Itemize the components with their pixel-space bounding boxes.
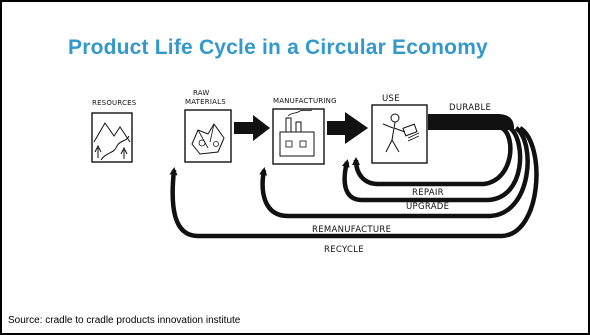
label-manufacturing: MANUFACTURING	[273, 97, 337, 105]
source-caption: Source: cradle to cradle products innova…	[8, 315, 241, 326]
repair-loop	[352, 126, 513, 187]
label-resources: RESOURCES	[92, 99, 137, 107]
arrow-raw-to-manufacturing	[234, 115, 270, 141]
label-recycle: RECYCLE	[324, 245, 364, 255]
label-repair: REPAIR	[412, 188, 444, 198]
upgrade-loop	[341, 126, 523, 203]
slide-title: Product Life Cycle in a Circular Economy	[68, 36, 488, 59]
durable-loop: DURABLE	[428, 103, 514, 130]
recycle-loop	[169, 126, 539, 239]
label-durable: DURABLE	[449, 103, 491, 113]
remanufacture-loop	[259, 126, 530, 219]
manufacturing-box	[272, 108, 325, 165]
label-use: USE	[382, 94, 400, 104]
raw-materials-box	[184, 109, 232, 163]
use-box	[371, 104, 428, 164]
label-raw-materials-line1: RAW	[193, 89, 210, 97]
label-upgrade: UPGRADE	[406, 202, 449, 212]
resources-box	[91, 112, 133, 163]
label-raw-materials-line2: MATERIALS	[185, 98, 226, 106]
arrow-manufacturing-to-use	[327, 112, 368, 144]
label-remanufacture: REMANUFACTURE	[312, 225, 391, 235]
